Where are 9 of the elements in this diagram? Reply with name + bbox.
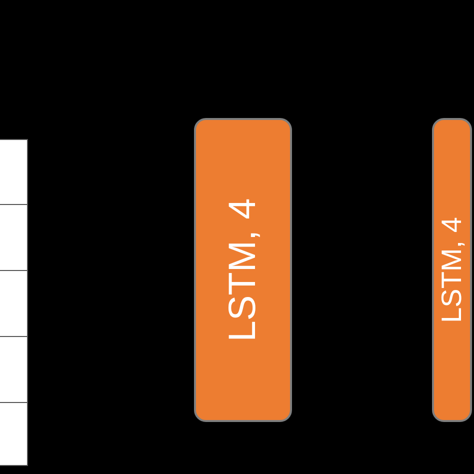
layer-label: LSTM, 4 (438, 217, 466, 323)
layer-box (194, 118, 292, 422)
layer-label: LSTM, 4 (224, 198, 262, 342)
table-cell (0, 336, 28, 403)
table-cell (0, 270, 28, 337)
table-cell (0, 402, 28, 466)
layer-box (432, 118, 472, 422)
table-cell (0, 204, 28, 271)
table-cell (0, 139, 28, 205)
